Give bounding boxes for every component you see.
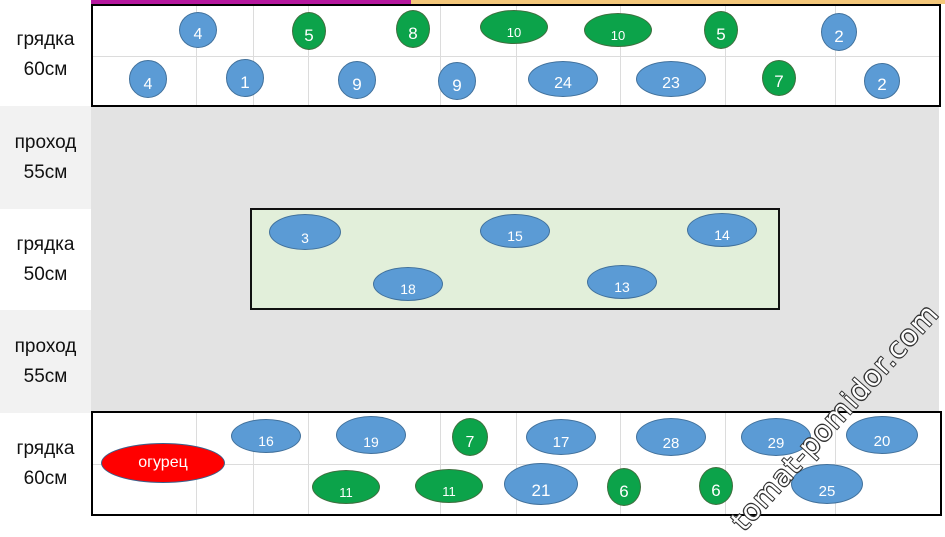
plant-label: 5 (716, 25, 726, 44)
plant-label: 20 (873, 433, 891, 450)
tomato-plant-24: 24 (528, 61, 598, 97)
tomato-plant-10: 10 (480, 10, 548, 44)
tomato-plant-28: 28 (636, 418, 706, 456)
plant-label: 18 (400, 281, 416, 297)
tomato-plant-6: 6 (607, 468, 641, 506)
tomato-plant-19: 19 (336, 416, 406, 454)
tomato-plant-11: 11 (312, 470, 380, 504)
tomato-plant-2: 2 (864, 63, 900, 99)
top-bar-orange (411, 0, 945, 4)
row-label-path-55-top: проход 55см (0, 106, 91, 209)
plant-label: 11 (339, 485, 353, 500)
row-label-bed-60-bottom: грядка 60см (16, 438, 75, 489)
cucumber-plant: огурец (101, 443, 225, 483)
plant-label: 11 (442, 484, 456, 499)
tomato-plant-3: 3 (269, 214, 341, 250)
plant-label: 29 (767, 435, 785, 452)
tomato-plant-5: 5 (704, 11, 738, 49)
tomato-plant-7: 7 (452, 418, 488, 456)
tomato-plant-2: 2 (821, 13, 857, 51)
tomato-plant-11: 11 (415, 469, 483, 503)
plant-label: 13 (614, 279, 630, 295)
tomato-plant-17: 17 (526, 419, 596, 455)
plant-label: 9 (352, 75, 362, 94)
tomato-plant-8: 8 (396, 10, 430, 48)
plant-label: 9 (452, 76, 462, 95)
tomato-plant-13: 13 (587, 265, 657, 299)
plant-label: 5 (304, 26, 314, 45)
plant-label: 2 (877, 75, 887, 94)
plant-label: 19 (363, 434, 379, 450)
tomato-plant-16: 16 (231, 419, 301, 453)
tomato-plant-4: 4 (129, 60, 167, 98)
tomato-plant-23: 23 (636, 61, 706, 97)
plant-label: 7 (465, 434, 475, 451)
row-label-path-55-bottom: проход 55см (0, 310, 91, 413)
row-label-bed-60-top: грядка 60см (16, 29, 75, 80)
tomato-plant-14: 14 (687, 213, 757, 247)
tomato-plant-9: 9 (338, 61, 376, 99)
path-55-bottom (91, 310, 939, 412)
plant-label: огурец (138, 454, 188, 471)
tomato-plant-25: 25 (791, 464, 863, 504)
plant-label: 16 (258, 433, 274, 449)
tomato-plant-20: 20 (846, 416, 918, 454)
path-55-top (91, 107, 939, 209)
plant-label: 15 (507, 228, 523, 244)
plant-label: 1 (240, 73, 250, 92)
row-label-bed-50: грядка 50см (16, 233, 75, 285)
plant-label: 3 (301, 230, 309, 246)
plant-label: 14 (714, 227, 730, 243)
plant-label: 4 (143, 76, 153, 93)
plant-label: 28 (662, 435, 680, 452)
tomato-plant-21: 21 (504, 463, 578, 505)
plant-label: 10 (610, 28, 626, 43)
plant-label: 21 (531, 481, 551, 500)
tomato-plant-18: 18 (373, 267, 443, 301)
tomato-plant-7: 7 (762, 60, 796, 96)
plant-label: 10 (506, 25, 522, 40)
plant-label: 17 (552, 434, 570, 451)
tomato-plant-29: 29 (741, 418, 811, 456)
plant-label: 8 (408, 24, 418, 43)
tomato-plant-9: 9 (438, 62, 476, 100)
tomato-plant-6: 6 (699, 467, 733, 505)
tomato-plant-4: 4 (179, 12, 217, 48)
tomato-plant-10: 10 (584, 13, 652, 47)
plant-label: 25 (818, 483, 836, 500)
tomato-plant-1: 1 (226, 59, 264, 97)
plant-label: 7 (774, 72, 784, 91)
plant-label: 6 (711, 481, 721, 500)
top-bar-magenta (91, 0, 411, 4)
plant-label: 23 (662, 75, 680, 92)
plant-label: 2 (834, 27, 844, 46)
tomato-plant-15: 15 (480, 214, 550, 248)
tomato-plant-5: 5 (292, 12, 326, 50)
plant-label: 4 (193, 26, 203, 43)
plant-label: 6 (619, 482, 629, 501)
plant-label: 24 (554, 75, 572, 92)
